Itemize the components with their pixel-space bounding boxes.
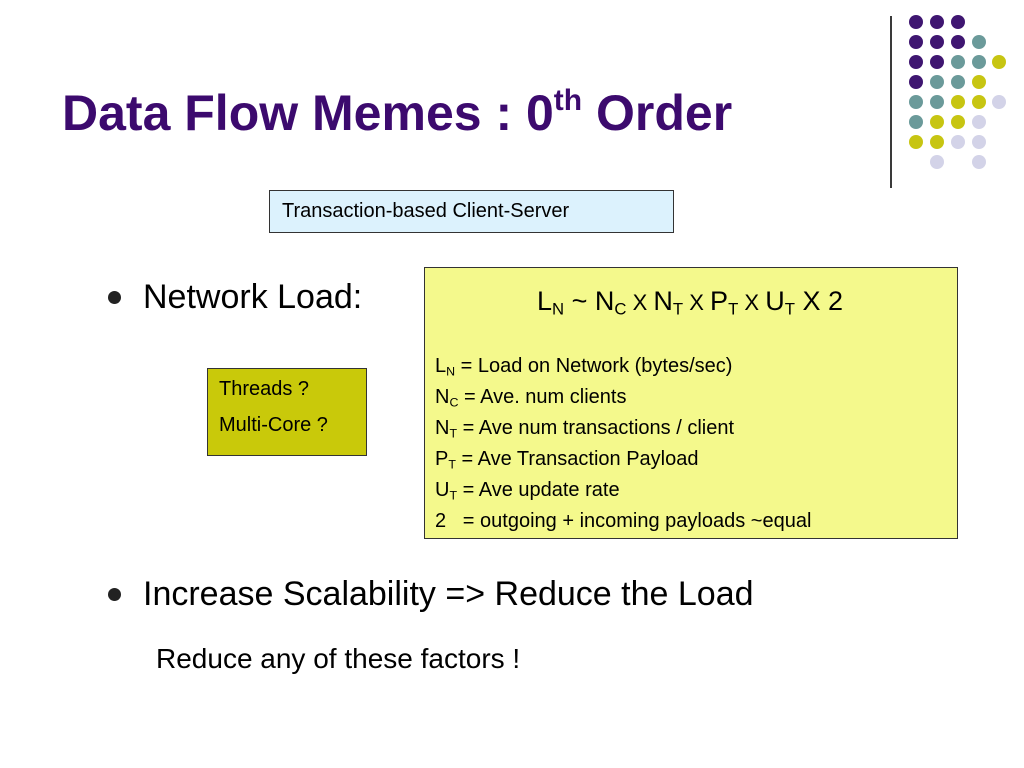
legend-row: NT = Ave num transactions / client xyxy=(435,413,811,444)
legend-subscript: C xyxy=(449,395,459,410)
legend-symbol: U xyxy=(435,479,450,501)
decorative-vertical-line xyxy=(890,16,892,188)
bullet-network-load: Network Load: xyxy=(108,277,363,317)
formula-subscript: T xyxy=(672,299,684,319)
decorative-dot xyxy=(972,155,986,169)
decorative-dot xyxy=(909,135,923,149)
decorative-dot xyxy=(992,95,1006,109)
formula-subscript: N xyxy=(552,299,565,319)
bullet-network-load-text: Network Load: xyxy=(143,278,363,316)
legend-text: = Ave Transaction Payload xyxy=(455,448,699,470)
decorative-dot xyxy=(951,35,965,49)
formula-symbol: L xyxy=(537,286,553,316)
legend-text: = outgoing + incoming payloads ~equal xyxy=(446,510,812,532)
decorative-dot xyxy=(951,15,965,29)
decorative-dot xyxy=(972,75,986,89)
title-tail: Order xyxy=(582,85,733,141)
decorative-dot xyxy=(951,95,965,109)
title-main: Data Flow Memes : 0 xyxy=(62,85,554,141)
formula-operator: ~ xyxy=(564,286,595,316)
formula-symbol: N xyxy=(594,286,615,316)
formula-symbol: N xyxy=(653,286,673,316)
decorative-dot xyxy=(951,55,965,69)
legend-symbol: N xyxy=(435,386,450,408)
formula-operator: X 2 xyxy=(794,286,843,316)
formula-operator: X xyxy=(683,290,711,315)
title-superscript: th xyxy=(553,84,583,117)
legend-subscript: T xyxy=(449,426,458,441)
legend-row: LN = Load on Network (bytes/sec) xyxy=(435,351,811,382)
legend-text: = Ave update rate xyxy=(457,479,620,501)
bullet-icon xyxy=(108,291,121,304)
decorative-dot xyxy=(909,15,923,29)
legend-symbol: P xyxy=(435,448,449,470)
legend-symbol: L xyxy=(435,355,447,377)
slide-title: Data Flow Memes : 0th Order xyxy=(62,85,733,141)
transaction-box-label: Transaction-based Client-Server xyxy=(282,200,570,222)
legend-symbol: N xyxy=(435,417,450,439)
decorative-dot xyxy=(951,75,965,89)
legend-subscript: T xyxy=(448,457,456,472)
formula-subscript: C xyxy=(614,299,627,319)
threads-line: Threads ? xyxy=(219,378,310,400)
bullet-increase-scalability: Increase Scalability => Reduce the Load xyxy=(108,574,754,614)
legend-text: = Ave num transactions / client xyxy=(457,417,735,439)
decorative-dot xyxy=(909,115,923,129)
decorative-dot xyxy=(930,155,944,169)
legend-text: = Ave. num clients xyxy=(458,386,627,408)
legend-row: UT = Ave update rate xyxy=(435,475,811,506)
decorative-dot xyxy=(909,75,923,89)
decorative-dot xyxy=(909,35,923,49)
decorative-dot xyxy=(972,115,986,129)
decorative-dot xyxy=(909,55,923,69)
decorative-dot xyxy=(930,15,944,29)
legend-subscript: N xyxy=(446,364,456,379)
formula-symbol: U xyxy=(765,286,785,316)
legend-text: = Load on Network (bytes/sec) xyxy=(455,355,733,377)
reduce-factors-text: Reduce any of these factors ! xyxy=(156,643,521,674)
formula-operator: X xyxy=(626,290,654,315)
decorative-dot xyxy=(951,135,965,149)
formula-subscript: T xyxy=(728,299,739,319)
threads-box: Threads ? Multi-Core ? xyxy=(207,368,367,456)
formula-box: LN ~ NC X NT X PT X UT X 2 LN = Load on … xyxy=(424,267,958,539)
legend-symbol: 2 xyxy=(435,510,447,532)
formula-symbol: P xyxy=(710,286,729,316)
decorative-dot xyxy=(972,55,986,69)
multicore-line: Multi-Core ? xyxy=(219,414,328,436)
bullet-icon xyxy=(108,588,121,601)
transaction-box: Transaction-based Client-Server xyxy=(269,190,674,233)
decorative-dot xyxy=(930,115,944,129)
decorative-dot xyxy=(972,95,986,109)
decorative-dot xyxy=(930,55,944,69)
decorative-dot xyxy=(930,35,944,49)
decorative-dot xyxy=(930,135,944,149)
load-formula: LN ~ NC X NT X PT X UT X 2 xyxy=(537,285,843,319)
formula-subscript: T xyxy=(784,299,795,319)
bullet-increase-text: Increase Scalability => Reduce the Load xyxy=(143,575,754,613)
decorative-dot xyxy=(951,115,965,129)
legend-subscript: T xyxy=(449,488,458,503)
decorative-dot xyxy=(972,35,986,49)
decorative-dot xyxy=(930,75,944,89)
legend-row: NC = Ave. num clients xyxy=(435,382,811,413)
decorative-dot xyxy=(972,135,986,149)
decorative-dot xyxy=(992,55,1006,69)
formula-operator: X xyxy=(738,290,766,315)
legend-row: 2 = outgoing + incoming payloads ~equal xyxy=(435,506,811,537)
legend-row: PT = Ave Transaction Payload xyxy=(435,444,811,475)
formula-legend: LN = Load on Network (bytes/sec) NC = Av… xyxy=(435,351,811,537)
decorative-dot xyxy=(930,95,944,109)
decorative-dot xyxy=(909,95,923,109)
